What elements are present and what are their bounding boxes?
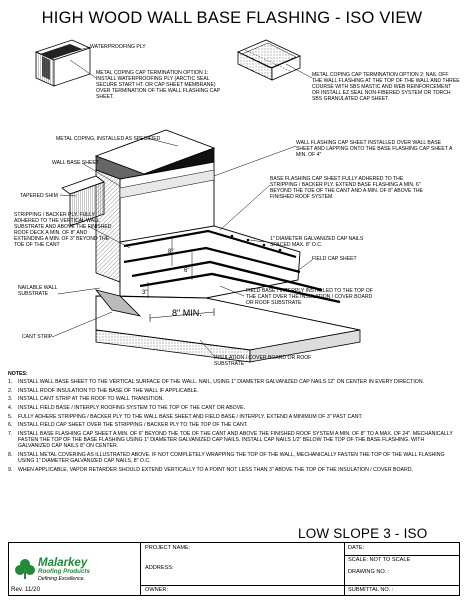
dim-3-label: 3" <box>142 290 147 296</box>
option1-detail <box>34 39 92 87</box>
logo-name: Malarkey <box>38 557 88 569</box>
note-item: 4.INSTALL FIELD BASE / INTERPLY ROOFING … <box>8 405 246 412</box>
logo-tagline: Defining Excellence. <box>38 576 86 582</box>
note-item: 7.INSTALL BASE FLASHING CAP SHEET A MIN.… <box>8 430 453 450</box>
callout-wall-base-sheet: WALL BASE SHEET <box>52 160 99 166</box>
note-item: 9.WHEN APPLICABLE, VAPOR RETARDER SHOULD… <box>8 466 413 473</box>
cap-nails <box>230 234 282 252</box>
callout-field-cap-sheet: FIELD CAP SHEET <box>312 256 357 262</box>
owner-label: OWNER: <box>145 587 168 593</box>
note-item: 3.INSTALL CANT STRIP AT THE ROOF TO WALL… <box>8 396 164 403</box>
malarkey-logo: Malarkey Roofing Products Defining Excel… <box>14 557 104 583</box>
callout-galv-nails: 1" DIAMETER GALVANIZED CAP NAILS SPACED … <box>270 236 364 249</box>
callout-insulation: INSULATION / COVER BOARD OR ROOF SUBSTRA… <box>214 355 312 368</box>
option2-detail <box>237 39 301 81</box>
notes-section: NOTES: 1.INSTALL WALL BASE SHEET TO THE … <box>8 371 456 476</box>
note-item: 1.INSTALL WALL BASE SHEET TO THE VERTICA… <box>8 379 425 386</box>
note-item: 6.INSTALL FIELD CAP SHEET OVER THE STRIP… <box>8 422 248 429</box>
callout-coping-option2: METAL COPING CAP TERMINATION OPTION 2: N… <box>312 72 460 103</box>
sheet-title: LOW SLOPE 3 - ISO <box>298 526 428 541</box>
callout-field-base: FIELD BASE / INTERPLY INSTALLED TO THE T… <box>246 288 373 307</box>
dim-8-min-label: 8" MIN. <box>172 308 202 318</box>
callout-nailable-wall: NAILABLE WALL SUBSTRATE <box>18 285 58 298</box>
note-item: 2.INSTALL ROOF INSULATION TO THE BASE OF… <box>8 387 199 394</box>
project-name-label: PROJECT NAME: <box>145 545 191 551</box>
callout-cant-strip: CANT STRIP <box>22 334 53 340</box>
callout-stripping-backer: STRIPPING / BACKER PLY. FULLY ADHERED TO… <box>14 212 112 249</box>
callout-tapered-shim: TAPERED SHIM <box>20 193 58 199</box>
scale-label: SCALE: NOT TO SCALE <box>348 557 411 563</box>
drawing-title: HIGH WOOD WALL BASE FLASHING - ISO VIEW <box>41 9 423 27</box>
callout-base-flashing-cap: BASE FLASHING CAP SHEET FULLY ADHERED TO… <box>270 176 423 201</box>
leader-lines <box>51 46 313 357</box>
base-flashing <box>119 225 341 304</box>
revision-label: Rev. 11/20 <box>11 586 41 593</box>
notes-heading: NOTES: <box>8 371 28 377</box>
submittal-no-label: SUBMITTAL NO. : <box>348 587 394 593</box>
callout-waterproofing-ply: WATERPROOFING PLY <box>90 44 146 50</box>
address-label: ADDRESS: <box>145 565 174 571</box>
callout-wall-flashing-cap: WALL FLASHING CAP SHEET INSTALLED OVER W… <box>296 140 453 159</box>
roof-field <box>94 236 361 363</box>
drawing-no-label: DRAWING NO. : <box>348 569 390 575</box>
callout-coping-option1: METAL COPING CAP TERMINATION OPTION 1: I… <box>96 70 221 101</box>
dim-8-label: 8" <box>168 249 173 255</box>
title-block: PROJECT NAME: ADDRESS: OWNER: DATE: SCAL… <box>8 542 460 596</box>
dim-6-label: 6" <box>184 268 189 274</box>
shamrock-icon <box>15 559 35 579</box>
note-item: 5.FULLY ADHERE STRIPPING / BACKER PLY TO… <box>8 413 363 420</box>
note-item: 8.INSTALL METAL COVERING AS ILLUSTRATED … <box>8 452 445 465</box>
date-label: DATE: <box>348 545 365 551</box>
callout-metal-coping: METAL COPING, INSTALLED AS SPECIFIED <box>56 136 161 142</box>
iso-drawing: 8" 6" 3" 8" MIN. <box>34 39 361 363</box>
logo-subtitle: Roofing Products <box>38 568 90 575</box>
